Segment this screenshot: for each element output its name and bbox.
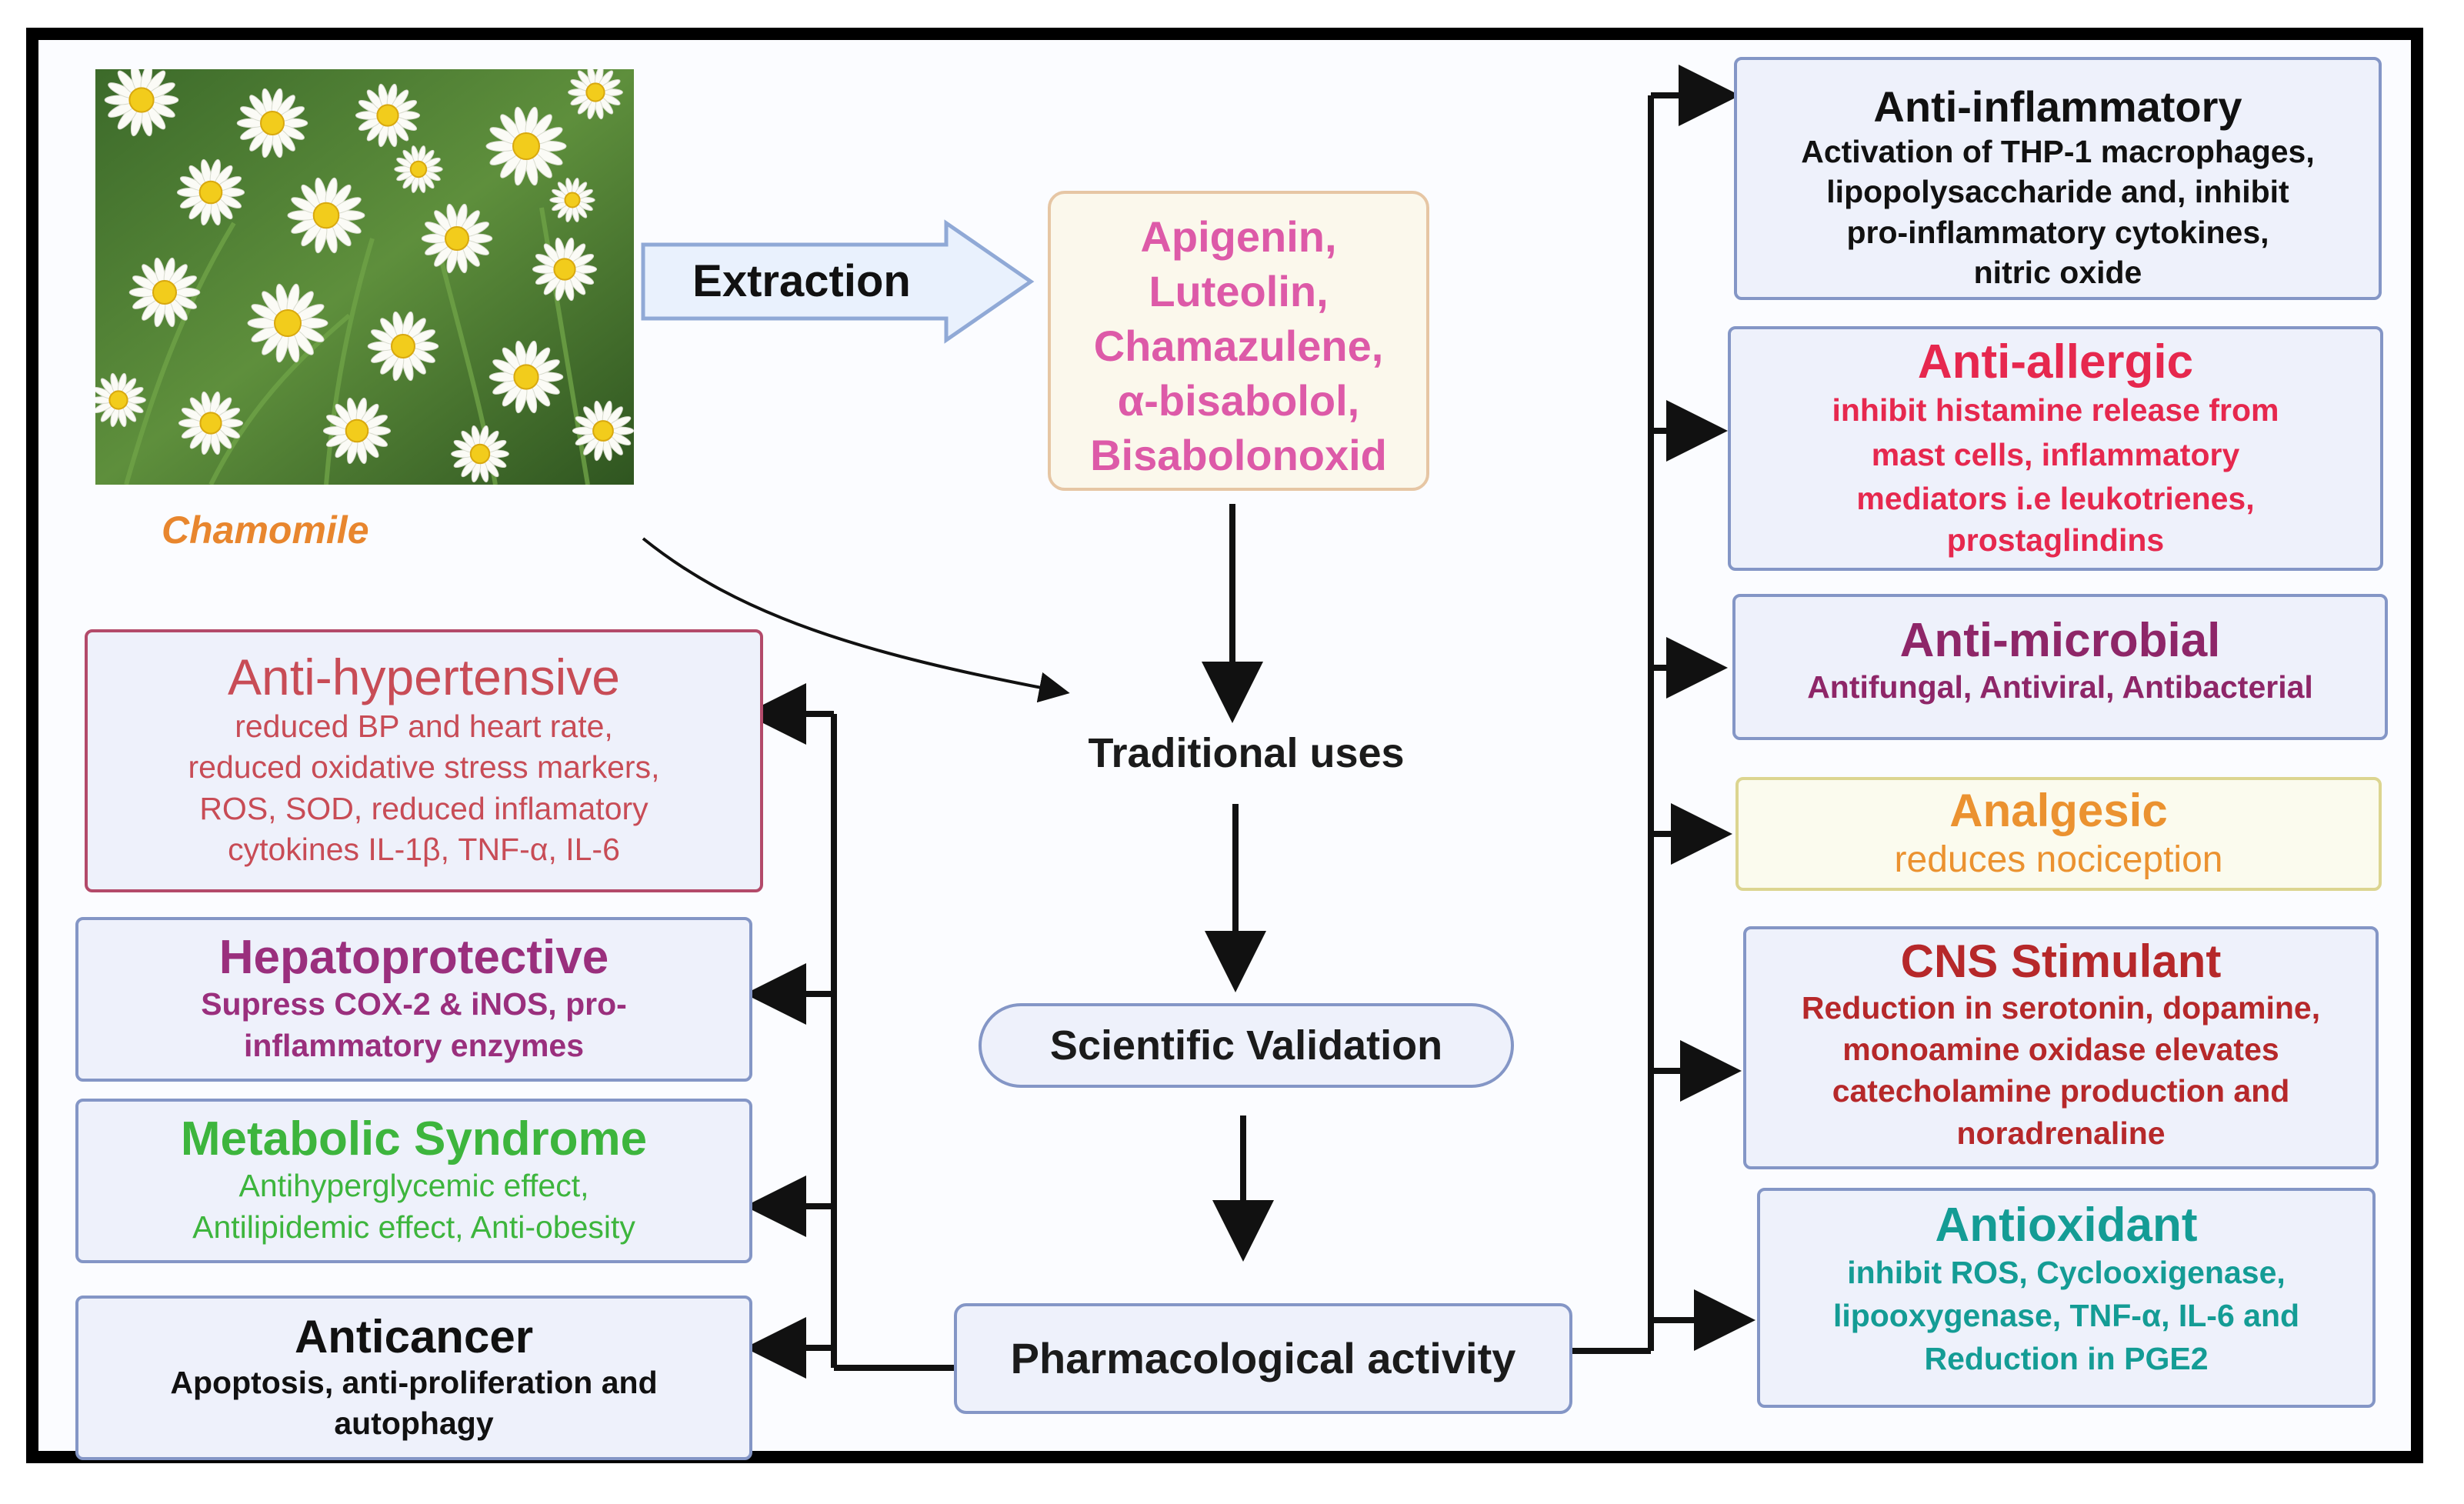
chamomile-flower-icon bbox=[128, 257, 201, 328]
chamomile-flower-icon bbox=[95, 372, 146, 428]
activity-title: Antioxidant bbox=[1935, 1199, 2198, 1252]
activity-title: Anti-allergic bbox=[1917, 335, 2194, 389]
arrow-plant-to-traditional bbox=[642, 537, 1070, 703]
scientific-validation-box: Scientific Validation bbox=[979, 1003, 1514, 1088]
chamomile-flower-icon bbox=[367, 311, 439, 382]
chamomile-flower-icon bbox=[485, 106, 567, 186]
activity-title: Anti-inflammatory bbox=[1873, 82, 2242, 131]
right-branch-connectors bbox=[1569, 65, 1755, 1354]
activity-title: Analgesic bbox=[1949, 785, 2168, 836]
chamomile-flower-icon bbox=[572, 400, 634, 462]
activity-analgesic: Analgesic reduces nociception bbox=[1735, 777, 2382, 891]
chamomile-flower-icon bbox=[421, 203, 493, 274]
compound-bisabolonoxid: Bisabolonoxid bbox=[1090, 431, 1387, 480]
chamomile-flower-icon bbox=[549, 178, 595, 222]
chamomile-flower-icon bbox=[568, 69, 623, 120]
traditional-uses-label: Traditional uses bbox=[1088, 730, 1405, 776]
activity-title: Anticancer bbox=[294, 1311, 534, 1362]
chamomile-flower-icon bbox=[451, 425, 509, 483]
chamomile-flower-icon bbox=[178, 391, 244, 455]
chamomile-flower-icon bbox=[247, 283, 328, 363]
activity-title: Hepatoprotective bbox=[218, 931, 609, 984]
activity-title: Metabolic Syndrome bbox=[180, 1112, 648, 1166]
chamomile-flower-icon bbox=[236, 88, 308, 158]
activity-anti-microbial: Anti-microbial Antifungal, Antiviral, An… bbox=[1732, 594, 2388, 740]
extraction-arrow bbox=[641, 219, 1035, 344]
compound-luteolin: Luteolin, bbox=[1149, 267, 1329, 316]
activity-anticancer: Anticancer Apoptosis, anti-proliferation… bbox=[75, 1296, 752, 1460]
chamomile-flower-icon bbox=[176, 158, 245, 226]
compounds-box: Apigenin, Luteolin, Chamazulene, α-bisab… bbox=[1048, 191, 1429, 491]
chamomile-flower-icon bbox=[394, 145, 443, 193]
compound-chamazulene: Chamazulene, bbox=[1093, 322, 1384, 371]
chamomile-flower-icon bbox=[488, 340, 564, 414]
plant-caption: Chamomile bbox=[162, 509, 369, 552]
compound-apigenin: Apigenin, bbox=[1140, 212, 1337, 261]
chamomile-flower-icon bbox=[355, 83, 421, 148]
chamomile-flower-icon bbox=[532, 237, 598, 302]
chamomile-flowers-image bbox=[95, 69, 634, 485]
activity-hepatoprotective: Hepatoprotective Supress COX-2 & iNOS, p… bbox=[75, 917, 752, 1082]
activity-title: CNS Stimulant bbox=[1900, 935, 2222, 987]
activity-antioxidant: Antioxidant inhibit ROS, Cyclooxigenase,… bbox=[1757, 1188, 2376, 1408]
pharmacological-activity-box: Pharmacological activity bbox=[954, 1303, 1572, 1414]
activity-title: Anti-microbial bbox=[1899, 614, 2221, 667]
extraction-label: Extraction bbox=[692, 256, 911, 306]
activity-title: Anti-hypertensive bbox=[228, 649, 620, 705]
chamomile-flower-icon bbox=[104, 69, 179, 137]
activity-anti-allergic: Anti-allergic inhibit histamine release … bbox=[1728, 326, 2383, 571]
activity-anti-hypertensive: Anti-hypertensive reduced BP and heart r… bbox=[85, 629, 763, 892]
activity-anti-inflammatory: Anti-inflammatory Activation of THP-1 ma… bbox=[1734, 57, 2382, 300]
activity-cns-stimulant: CNS Stimulant Reduction in serotonin, do… bbox=[1743, 926, 2379, 1169]
compound-bisabolol: α-bisabolol, bbox=[1117, 376, 1360, 425]
chamomile-flower-icon bbox=[287, 177, 365, 254]
chamomile-photo bbox=[95, 69, 634, 485]
activity-metabolic-syndrome: Metabolic Syndrome Antihyperglycemic eff… bbox=[75, 1099, 752, 1263]
chamomile-flower-icon bbox=[322, 397, 392, 465]
left-branch-connectors bbox=[745, 683, 955, 1379]
